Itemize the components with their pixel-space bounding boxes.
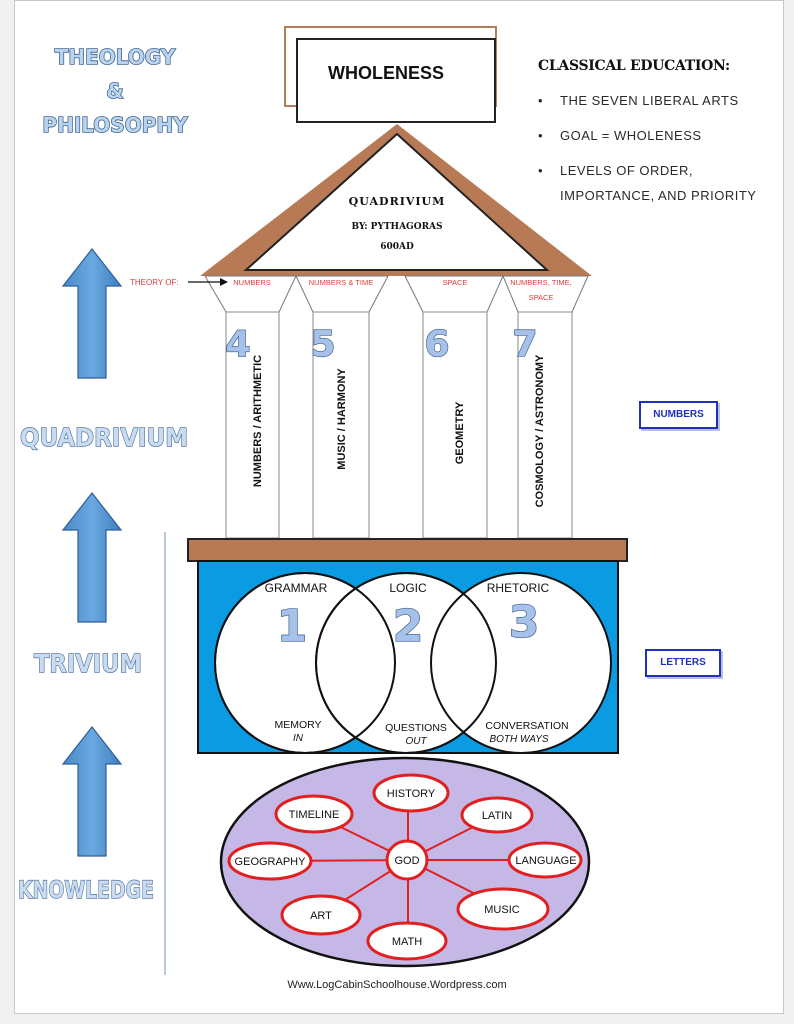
trivium-sub-in: IN [293,733,304,744]
side-label-knowledge: KNOWLEDGE [18,876,154,904]
node-art [280,894,362,936]
trivium-title-rhetoric: RHETORIC [487,581,550,595]
node-latin [460,796,534,834]
bullet-icon: • [538,128,544,143]
pediment-date: 600AD [380,242,414,252]
notes-item-text: LEVELS OF ORDER, IMPORTANCE, AND PRIORIT… [560,163,757,203]
side-label-trivium: TRIVIUM [34,649,142,678]
trivium-ledge [187,538,628,562]
roof-inner [243,132,550,271]
tag-numbers: NUMBERS [639,401,718,429]
title-ampersand: & [106,79,123,103]
bullet-icon: • [538,163,544,178]
node-geography [227,841,313,881]
pillar-3 [422,311,488,539]
node-language [507,841,583,879]
venn-outline-grammar [214,572,396,754]
wholeness-box: WHOLENESS [284,26,497,123]
pillar-2 [312,311,370,539]
arrow-up-icon [61,492,123,623]
capital-label-4b: SPACE [529,293,554,302]
trivium-title-logic: LOGIC [389,581,427,595]
theory-arrow [188,278,228,286]
pediment-author: BY: PYTHAGORAS [351,222,442,232]
node-god [385,839,429,881]
up-arrows [61,248,123,857]
pediment: QUADRIVIUM BY: PYTHAGORAS 600AD [200,124,592,276]
node-history [372,773,450,813]
pillar-4 [517,311,573,539]
node-label-god: GOD [394,855,419,867]
notes-item: • GOAL = WHOLENESS [538,123,758,148]
capital-label-4a: NUMBERS, TIME, [510,278,572,287]
node-label-art: ART [310,910,332,922]
footer-url: Www.LogCabinSchoolhouse.Wordpress.com [287,979,507,991]
capitals [204,275,589,313]
capital-label-1: NUMBERS [233,278,271,287]
pediment-title: QUADRIVIUM [349,195,446,208]
notes-item: • THE SEVEN LIBERAL ARTS [538,88,758,113]
knowledge-nodes [227,773,583,961]
trivium-sub-out: OUT [405,736,427,747]
notes-item-text: GOAL = WHOLENESS [560,128,702,143]
wholeness-label: WHOLENESS [328,63,444,83]
venn-outline-logic [315,572,497,754]
venn-circle-rhetoric [430,572,612,754]
trivium-bottom-conversation: CONVERSATION [485,720,568,732]
knowledge-web: HISTORY LATIN LANGUAGE MUSIC MATH ART GE… [219,756,591,968]
trivium-number-3: 3 [509,597,540,648]
node-math [366,921,448,961]
capital-label-2: NUMBERS & TIME [309,278,373,287]
arrow-up-icon [61,726,123,857]
pillar-label-cosmology: COSMOLOGY / ASTRONOMY [534,354,546,507]
capital-label-3: SPACE [443,278,468,287]
pillar-label-music: MUSIC / HARMONY [336,368,348,470]
pillar-label-geometry: GEOMETRY [454,401,466,464]
arrow-up-icon [61,248,123,379]
pillar-number-7: 7 [512,324,537,365]
trivium-bottom-memory: MEMORY [274,719,321,731]
node-label-geography: GEOGRAPHY [235,856,307,868]
node-label-history: HISTORY [387,788,436,800]
trivium-title-grammar: GRAMMAR [265,581,328,595]
notes-list: • THE SEVEN LIBERAL ARTS • GOAL = WHOLENES… [538,88,758,218]
node-label-language: LANGUAGE [515,855,576,867]
side-label-quadrivium: QUADRIVIUM [20,423,188,452]
notes-heading: CLASSICAL EDUCATION: [538,58,730,74]
left-title: THEOLOGY & PHILOSOPHY [42,44,189,137]
title-theology: THEOLOGY [55,45,176,69]
pillar-1 [225,311,280,539]
node-music [456,887,550,931]
node-label-latin: LATIN [482,810,512,822]
bullet-icon: • [538,93,544,108]
notes-item-text: THE SEVEN LIBERAL ARTS [560,93,739,108]
theory-of-label: THEORY OF: [130,278,179,287]
tag-letters: LETTERS [645,649,721,677]
notes-item: • LEVELS OF ORDER, IMPORTANCE, AND PRIORI… [538,158,758,208]
pillar-label-arithmetic: NUMBERS / ARITHMETIC [252,355,264,487]
pillar-number-5: 5 [310,324,335,365]
trivium-block [187,538,628,754]
wholeness-box-front [296,38,496,123]
pillar-number-4: 4 [225,324,250,365]
knowledge-labels: HISTORY LATIN LANGUAGE MUSIC MATH ART GE… [235,788,577,948]
trivium-number-2: 2 [393,601,424,652]
trivium-number-1: 1 [277,601,308,652]
title-philosophy: PHILOSOPHY [42,113,188,137]
pillars [225,311,573,539]
theory-arrow-head [220,278,228,286]
pillar-number-6: 6 [424,324,449,365]
node-label-math: MATH [392,936,422,948]
trivium-bottom-questions: QUESTIONS [385,722,447,734]
node-label-timeline: TIMELINE [289,809,340,821]
node-label-music: MUSIC [484,904,520,916]
node-timeline [274,794,354,834]
trivium-sub-both-ways: BOTH WAYS [489,734,548,745]
